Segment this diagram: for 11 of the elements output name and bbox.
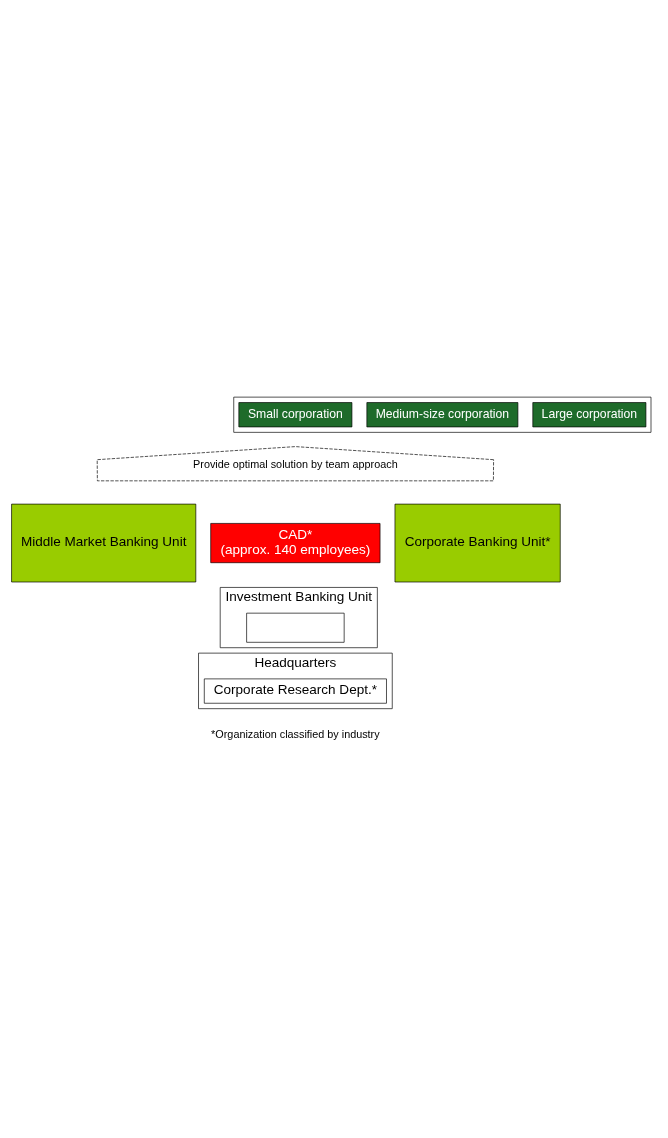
node-box: CAD* (approx. 140 employees) [210, 522, 381, 563]
node-box: Corporate Research Dept.* [203, 678, 387, 704]
cluster [233, 396, 652, 433]
node-box [246, 612, 345, 643]
label: *Organization classified by industry [211, 727, 380, 740]
cluster: Investment Banking Unit [219, 586, 378, 648]
node-box: Middle Market Banking Unit [11, 503, 197, 582]
node-box: Medium-size corporation [366, 401, 519, 427]
node-box: Large corporation [532, 401, 647, 427]
node-box: Small corporation [238, 401, 353, 427]
node-box: Corporate Banking Unit* [394, 503, 561, 582]
